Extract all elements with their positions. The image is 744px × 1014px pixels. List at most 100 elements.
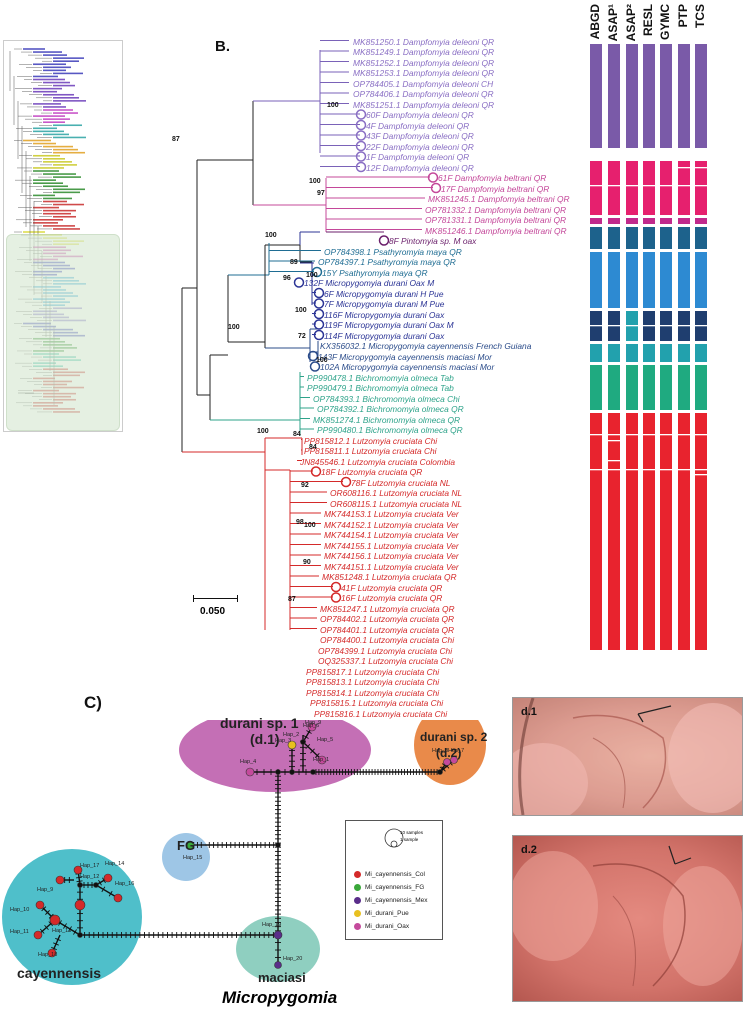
delimitation-split-line (678, 434, 690, 436)
panel-c-label: C) (84, 693, 102, 712)
delimitation-block (590, 252, 602, 308)
delimitation-split-line (678, 469, 690, 471)
delimitation-split-line (660, 434, 672, 436)
haplotype-label: Hap_15 (183, 855, 203, 861)
delimitation-block (590, 365, 602, 410)
taxon-label: MK851250.1 Dampfomyia deleoni QR (353, 36, 495, 47)
taxon-label: OP784400.1 Lutzomyia cruciata Chi (320, 635, 455, 645)
delimitation-split-line (678, 325, 690, 327)
network-junction (275, 842, 281, 848)
delimitation-split-line (695, 474, 707, 476)
haplotype-label: Hap_7 (448, 748, 465, 754)
delimitation-block (678, 218, 690, 224)
taxon-label: 78F Lutzomyia cruciata NL (351, 477, 451, 488)
delimitation-split-line (608, 185, 620, 187)
haplotype-node (103, 873, 113, 883)
taxon-label: PP815815.1 Lutzomyia cruciata Chi (310, 698, 444, 708)
delimitation-split-line (608, 460, 620, 462)
haplotype-label: Hap_8 (432, 748, 449, 754)
taxon-label: OP784406.1 Dampfomyia deleoni QR (353, 89, 494, 99)
thumbnail-taxon-bar (43, 118, 70, 120)
cluster-label-durani-sp1: durani sp. 1 (220, 715, 299, 731)
haplotype-network-svg (2, 720, 486, 985)
taxon-label: 41F Lutzomyia cruciata QR (341, 582, 443, 593)
legend-swatch (354, 897, 361, 904)
sample-circle-marker (307, 350, 319, 362)
delimitation-split-line (643, 325, 655, 327)
scale-bar-tick-left (193, 595, 194, 602)
sample-circle-marker (313, 298, 325, 309)
thumbnail-taxon-bar (33, 127, 57, 130)
taxon-label: PP815817.1 Lutzomyia cruciata Chi (306, 666, 440, 677)
thumbnail-taxon-bar (53, 60, 79, 62)
delimitation-block (678, 365, 690, 410)
sample-circle-marker (313, 329, 325, 341)
thumbnail-taxon-bar (53, 112, 78, 114)
taxon-label: PP815814.1 Lutzomyia cruciata Chi (306, 687, 440, 698)
taxon-label: JN845546.1 Lutzomyia cruciata Colombia (300, 456, 456, 467)
thumbnail-taxon-bar (33, 103, 61, 105)
delimitation-block (660, 413, 672, 650)
taxon-label: 22F Dampfomyia deleoni QR (366, 141, 474, 152)
sample-circle-marker (355, 140, 367, 152)
overview-tree-thumbnail (3, 40, 123, 432)
delimitation-block (608, 161, 620, 215)
haplotype-label: Hap_9 (37, 887, 54, 893)
delimitation-block (626, 252, 638, 308)
bootstrap-value: 100 (228, 324, 240, 331)
bootstrap-value: 84 (293, 431, 301, 438)
haplotype-label: Hap_12 (80, 874, 100, 880)
haplotype-node (307, 722, 317, 732)
haplotype-node (245, 767, 255, 777)
haplotype-node (317, 755, 327, 765)
delimitation-block (590, 161, 602, 215)
taxon-label: OP784393.1 Bichromomyia olmeca Chi (313, 393, 460, 404)
sample-circle-marker (330, 581, 342, 593)
thumbnail-taxon-bar (43, 145, 73, 148)
sample-circle-marker (355, 130, 367, 141)
thumbnail-taxon-bar (33, 51, 62, 53)
sample-circle-marker (355, 161, 367, 173)
taxon-label: 16F Lutzomyia cruciata QR (341, 593, 443, 603)
delimitation-split-line (608, 325, 620, 327)
network-edge (313, 769, 440, 775)
delimitation-column-header: ASAP² (624, 4, 638, 42)
thumbnail-taxon-bar (53, 57, 84, 59)
bootstrap-value: 87 (172, 136, 180, 143)
bootstrap-value: 90 (303, 559, 311, 566)
delimitation-block (626, 44, 638, 148)
delimitation-block (590, 218, 602, 224)
network-junction (275, 769, 281, 775)
taxon-label: MK851245.1 Dampfomyia beltrani QR (428, 194, 570, 204)
legend-item-label: Mi_cayennensis_FG (365, 884, 425, 892)
delimitation-split-line (626, 469, 638, 471)
size-key-small: 1 sample (400, 837, 419, 842)
delimitation-block (626, 161, 638, 215)
taxon-label: 1F Dampfomyia deleoni QR (366, 152, 470, 162)
delimitation-split-line (608, 469, 620, 471)
delimitation-block (643, 413, 655, 650)
genus-label: Micropygomia (222, 988, 338, 1007)
haplotype-label: Hap_3 (275, 738, 292, 744)
delimitation-column-header: GYMC (658, 4, 672, 40)
scale-bar (193, 598, 238, 599)
bootstrap-value: 100 (265, 232, 277, 239)
taxon-label: MK744154.1 Lutzomyia cruciata Ver (324, 530, 459, 540)
haplotype-label: Hap_13 (52, 928, 72, 934)
thumbnail-taxon-bar (43, 121, 65, 123)
delimitation-block (643, 365, 655, 410)
sample-circle-marker (340, 476, 352, 488)
thumbnail-taxon-bar (53, 176, 81, 178)
thumbnail-taxon-bar (43, 161, 72, 163)
haplotype-label: Hap_14 (105, 861, 125, 867)
thumbnail-taxon-bar (33, 154, 60, 157)
delimitation-split-line (695, 325, 707, 327)
delimitation-block (678, 344, 690, 362)
delimitation-block (608, 252, 620, 308)
thumbnail-taxon-bar (43, 133, 69, 136)
thumbnail-taxon-bar (53, 203, 84, 206)
delimitation-split-line (660, 469, 672, 471)
thumbnail-taxon-bar (43, 200, 67, 203)
taxon-label: MK744153.1 Lutzomyia cruciata Ver (324, 509, 459, 519)
taxon-label: 7F Micropygomyia durani M Pue (324, 299, 445, 309)
